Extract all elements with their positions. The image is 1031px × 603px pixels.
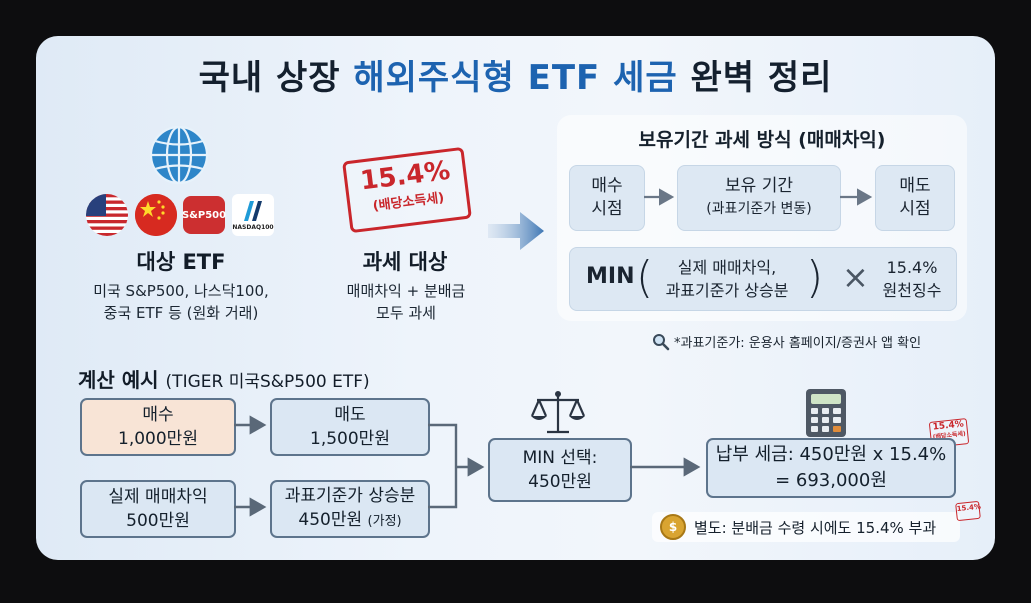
us-flag-icon <box>86 194 128 236</box>
close-paren: ) <box>806 252 824 303</box>
base-price-note: *과표기준가: 운용사 홈페이지/증권사 앱 확인 <box>652 332 921 351</box>
china-flag-icon <box>135 194 177 236</box>
calc-actual-gain-box: 실제 매매차익 500만원 <box>80 480 236 538</box>
target-etf-line2: 중국 ETF 등 (원화 거래) <box>103 304 259 322</box>
holding-period-box: 보유 기간 (과표기준가 변동) <box>677 165 841 231</box>
page-title: 국내 상장 해외주식형 ETF 세금 완벽 정리 <box>198 58 833 98</box>
calc-sell-box: 매도 1,500만원 <box>270 398 430 456</box>
withholding-rate: 15.4% 원천징수 <box>882 258 942 300</box>
buy-time-box: 매수 시점 <box>569 165 645 231</box>
multiply-icon: × <box>842 258 869 296</box>
min-arguments: 실제 매매차익, 과표기준가 상승분 <box>665 258 789 300</box>
title-accent: 해외주식형 ETF 세금 <box>353 58 678 98</box>
target-etf-heading: 대상 ETF <box>136 250 226 274</box>
distribution-note: $ 별도: 분배금 수령 시에도 15.4% 부과 <box>652 512 960 542</box>
calc-example-title: 계산 예시 (TIGER 미국S&P500 ETF) <box>78 368 370 392</box>
calc-tax-result-box: 납부 세금: 450만원 x 15.4% = 693,000원 <box>706 438 956 498</box>
taxation-line1: 매매차익 + 분배금 <box>346 282 466 300</box>
holding-period-panel: 보유기간 과세 방식 (매매차익) 매수 시점 보유 기간 (과표기준가 변동)… <box>557 115 967 321</box>
magnifier-icon <box>653 333 670 350</box>
sell-time-box: 매도 시점 <box>875 165 955 231</box>
min-formula-box: MIN ( 실제 매매차익, 과표기준가 상승분 ) × 15.4% 원천징수 <box>569 247 957 311</box>
calc-buy-box: 매수 1,000만원 <box>80 398 236 456</box>
target-etf-line1: 미국 S&P500, 나스닥100, <box>93 282 269 300</box>
scale-icon <box>530 391 586 434</box>
globe-icon <box>149 125 209 185</box>
nasdaq-logo: NASDAQ100 <box>232 194 274 236</box>
open-paren: ( <box>636 252 654 303</box>
taxation-heading: 과세 대상 <box>362 250 448 274</box>
min-word: MIN <box>586 264 635 289</box>
calc-min-select-box: MIN 선택: 450만원 <box>488 438 632 502</box>
calculator-icon <box>806 389 846 437</box>
flow-arrows <box>234 188 873 517</box>
nasdaq-mark-icon <box>244 201 262 221</box>
right-arrow-icon <box>488 212 544 250</box>
sp500-logo: S&P500 <box>182 196 226 234</box>
coin-icon: $ <box>660 514 686 540</box>
infographic-card: 국내 상장 해외주식형 ETF 세금 완벽 정리 <box>36 36 995 560</box>
taxation-line2: 모두 과세 <box>376 304 436 322</box>
calc-base-price-box: 과표기준가 상승분 450만원 (가정) <box>270 480 430 538</box>
holding-title: 보유기간 과세 방식 (매매차익) <box>638 129 886 151</box>
